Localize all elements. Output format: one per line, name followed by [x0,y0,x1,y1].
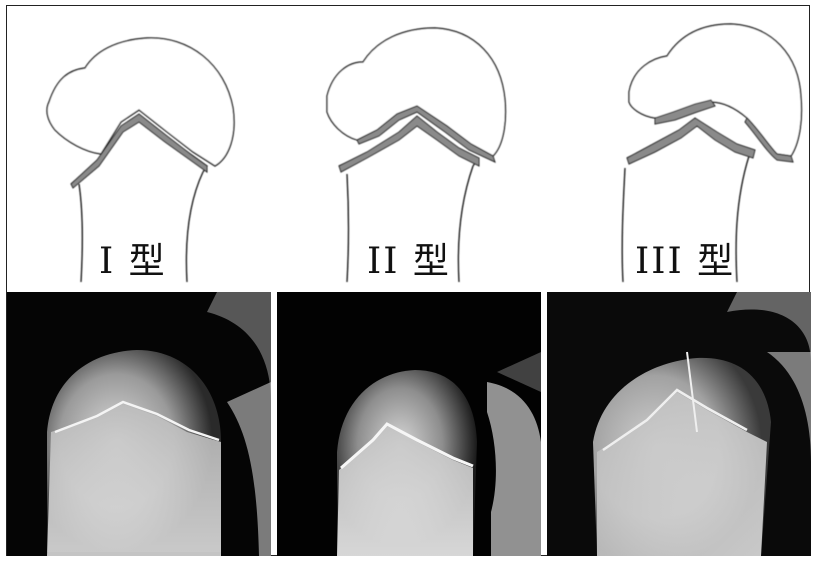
xray-type-3 [547,292,811,556]
type-2-label: II 型 [367,242,451,282]
xray-type-2 [277,292,541,556]
drawings-panel: I 型 II 型 III 型 [7,6,811,290]
figure-frame: I 型 II 型 III 型 [6,5,810,556]
xray-type-1 [7,292,271,556]
xray-row [7,292,811,556]
type-1-label: I 型 [99,242,167,282]
type-3-label: III 型 [635,242,735,282]
